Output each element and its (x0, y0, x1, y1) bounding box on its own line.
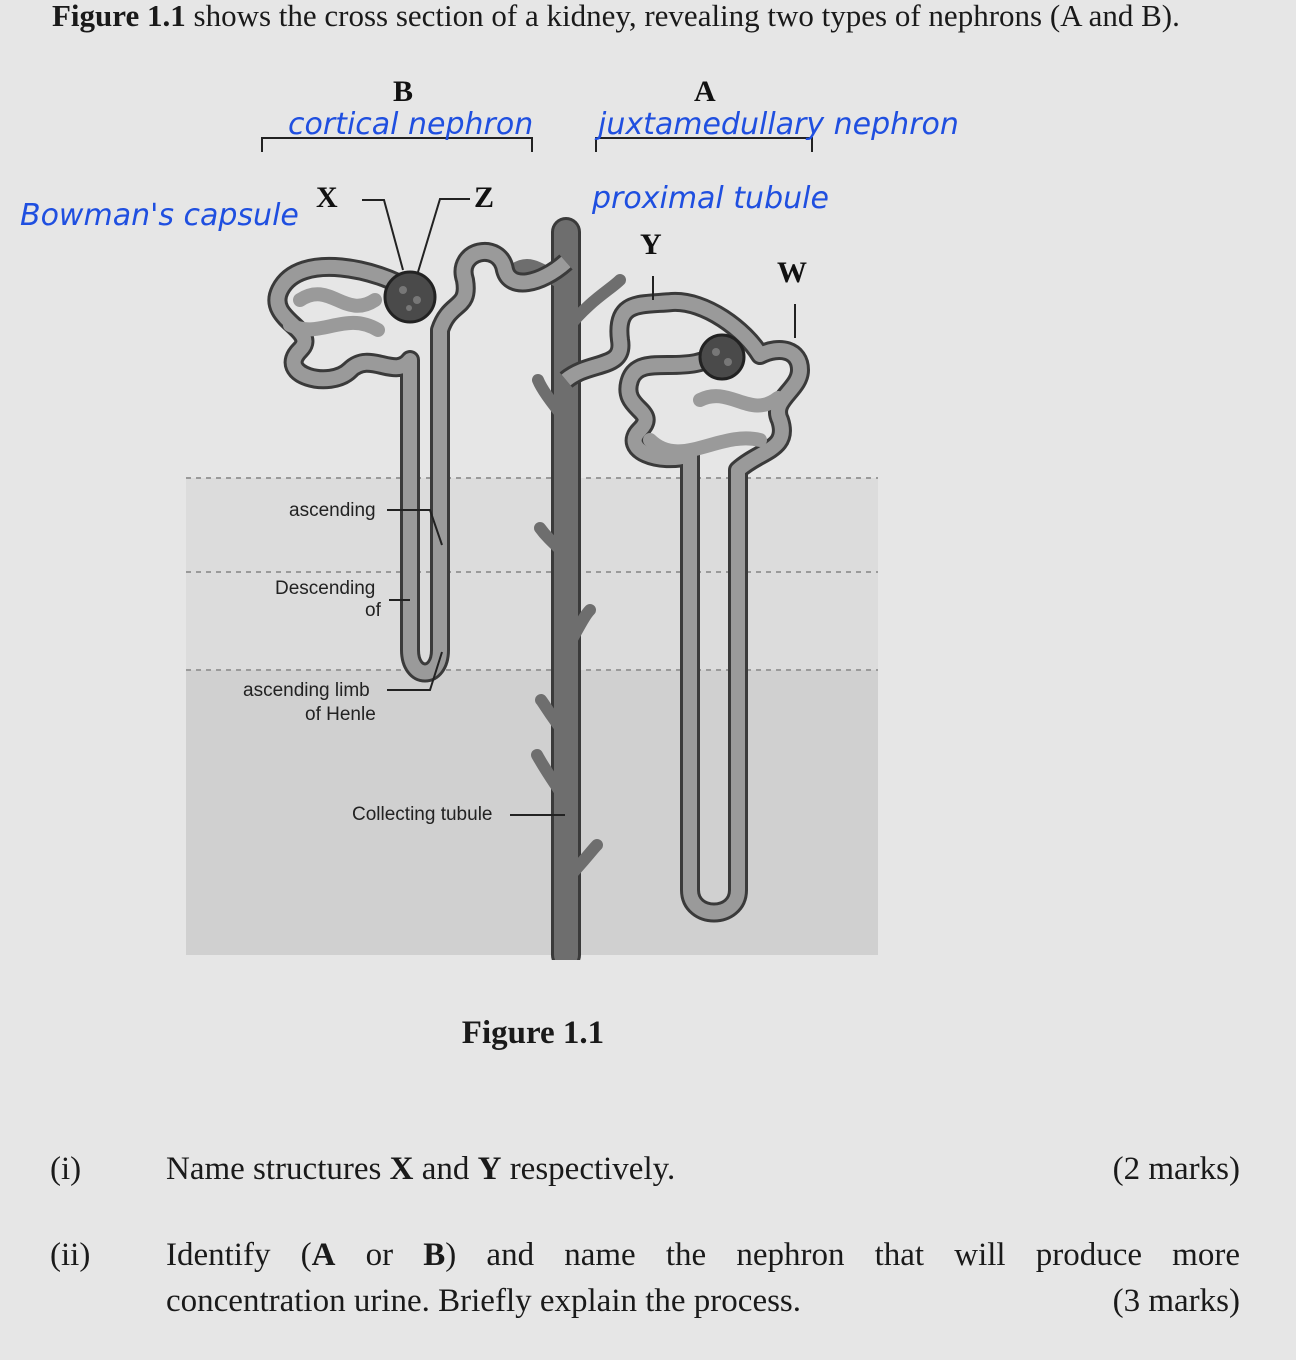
collecting-duct (508, 217, 626, 960)
leader-ascending-limb (387, 651, 443, 691)
label-collecting-tubule: Collecting tubule (352, 804, 492, 825)
question-ii-line2: concentration urine. Briefly explain the… (166, 1283, 802, 1319)
annotation-proximal-tubule: proximal tubule (591, 181, 829, 216)
question-ii-marks: (3 marks) (1112, 1283, 1240, 1319)
intro-body: shows the cross section of a kidney, rev… (185, 0, 1180, 33)
nephron-a-juxtamedullary (559, 291, 810, 923)
question-ii-line1: Identify (A or B) and name the nephron t… (166, 1237, 1240, 1273)
annotation-cortical-nephron: cortical nephron (288, 107, 533, 142)
bracket-b (261, 137, 533, 152)
label-x: X (316, 181, 338, 214)
nephron-b-cortical (267, 242, 573, 683)
glomerulus-b (383, 270, 437, 324)
label-descending-of: of (365, 600, 382, 621)
question-ii-number: (ii) (50, 1237, 91, 1273)
figure-caption: Figure 1.1 (461, 1015, 605, 1051)
annotation-bowmans-capsule: Bowman's capsule (20, 198, 299, 233)
question-i-text: Name structures X and Y respectively. (166, 1151, 676, 1187)
intro-figure-ref: Figure 1.1 (52, 0, 186, 33)
label-ascending: ascending (289, 500, 376, 521)
question-i-marks: (2 marks) (1112, 1151, 1240, 1187)
annotation-juxtamedullary-nephron: juxtamedullary nephron (594, 107, 959, 142)
leader-ascending (387, 509, 443, 546)
kidney-nephron-diagram: B A cortical nephron juxtamedullary neph… (20, 75, 959, 960)
outer-medulla-zone (186, 478, 878, 670)
bracket-a (595, 137, 813, 152)
label-y: Y (640, 228, 662, 261)
label-descending: Descending (275, 578, 375, 599)
intro-text: Figure 1.1 shows the cross section of a … (52, 0, 1252, 38)
label-a: A (694, 75, 716, 108)
question-ii: (ii) Identify (A or B) and name the neph… (50, 1232, 1240, 1328)
question-i-number: (i) (50, 1151, 82, 1187)
question-i: (i) Name structures X and Y respectively… (50, 1146, 1240, 1196)
label-z: Z (474, 181, 494, 214)
leader-x (362, 199, 404, 271)
inner-medulla-zone (186, 670, 878, 955)
leader-z (417, 198, 470, 273)
label-ascending-limb-henle: of Henle (305, 704, 376, 725)
label-ascending-limb: ascending limb (243, 680, 370, 701)
label-w: W (777, 256, 807, 289)
glomerulus-a (698, 333, 746, 381)
label-b: B (393, 75, 413, 108)
